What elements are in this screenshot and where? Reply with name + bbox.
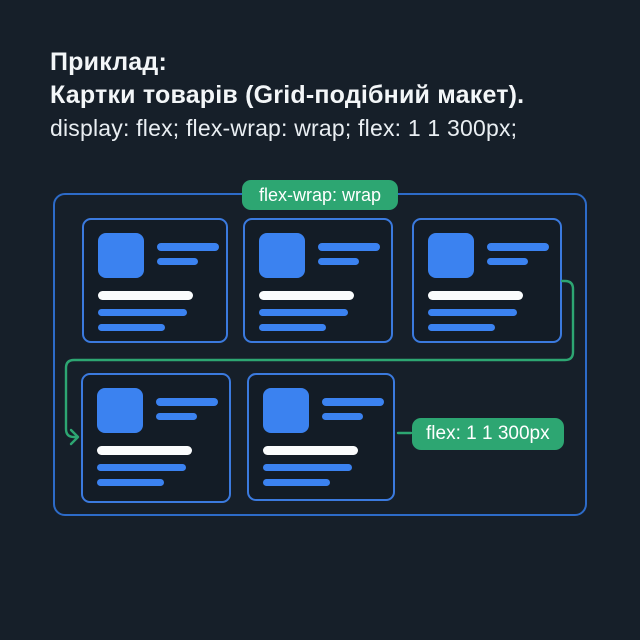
meta-lines [157,243,219,278]
text-line-placeholder [156,398,218,406]
card-media-row [97,388,218,433]
text-line-placeholder [98,309,187,316]
image-placeholder [259,233,305,278]
heading-css-properties: display: flex; flex-wrap: wrap; flex: 1 … [50,115,518,141]
card-media-row [259,233,380,278]
product-card [81,373,231,503]
image-placeholder [97,388,143,433]
flex-badge: flex: 1 1 300px [412,418,564,450]
heading-example-label: Приклад: [50,48,168,76]
meta-lines [318,243,380,278]
text-line-placeholder [487,243,549,251]
text-line-placeholder [97,479,164,486]
title-line-placeholder [97,446,192,455]
product-card [412,218,562,343]
text-line-placeholder [322,413,363,420]
meta-lines [487,243,549,278]
text-line-placeholder [259,324,326,331]
text-line-placeholder [259,309,348,316]
product-card [247,373,395,501]
title-line-placeholder [428,291,523,300]
text-line-placeholder [487,258,528,265]
title-line-placeholder [263,446,358,455]
card-media-row [428,233,549,278]
heading-title: Картки товарів (Grid-подібний макет). [50,81,525,109]
flex-container-panel: flex-wrap: wrap [53,180,587,516]
meta-lines [322,398,384,433]
slide-header: Приклад: Картки товарів (Grid-подібний м… [50,46,610,145]
product-card [243,218,393,343]
image-placeholder [98,233,144,278]
text-line-placeholder [97,464,186,471]
text-line-placeholder [263,464,352,471]
text-line-placeholder [98,324,165,331]
title-line-placeholder [98,291,193,300]
product-card [82,218,228,343]
image-placeholder [263,388,309,433]
flex-wrap-badge: flex-wrap: wrap [241,180,399,210]
text-line-placeholder [322,398,384,406]
text-line-placeholder [318,243,380,251]
text-line-placeholder [428,324,495,331]
text-line-placeholder [318,258,359,265]
text-line-placeholder [156,413,197,420]
text-line-placeholder [428,309,517,316]
image-placeholder [428,233,474,278]
card-media-row [263,388,384,433]
text-line-placeholder [263,479,330,486]
text-line-placeholder [157,258,198,265]
meta-lines [156,398,218,433]
text-line-placeholder [157,243,219,251]
card-media-row [98,233,219,278]
title-line-placeholder [259,291,354,300]
